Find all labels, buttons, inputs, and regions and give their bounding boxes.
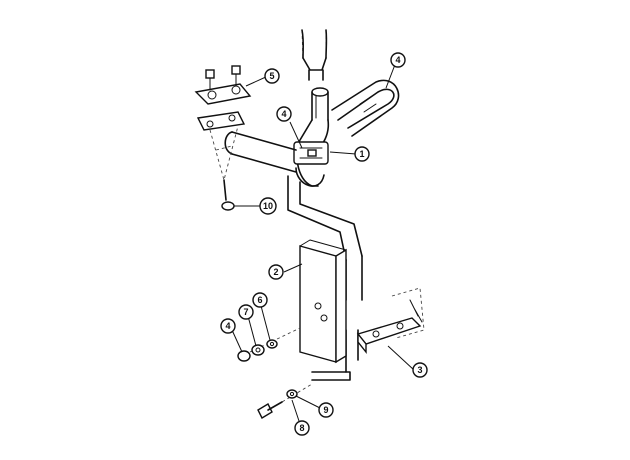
callout-3: 3 <box>412 362 428 378</box>
u-bolt-clamp <box>331 79 400 137</box>
flange-gasket <box>194 65 252 105</box>
svg-text:8: 8 <box>299 423 304 433</box>
clamp-plate <box>356 287 425 354</box>
leader-lines <box>231 61 415 425</box>
callout-8: 8 <box>294 420 310 436</box>
svg-text:6: 6 <box>257 295 262 305</box>
svg-text:9: 9 <box>323 405 328 415</box>
tailpipe-cone <box>196 111 246 211</box>
hardware-stack <box>237 327 301 362</box>
callout-7: 7 <box>238 304 254 320</box>
callout-10: 10 <box>259 197 277 215</box>
callout-4-nut: 4 <box>220 318 236 334</box>
callout-4-u-bolt: 4 <box>390 52 406 68</box>
callout-5: 5 <box>264 68 280 84</box>
callout-1: 1 <box>354 146 370 162</box>
elbow-nut <box>307 149 317 157</box>
svg-text:4: 4 <box>225 321 230 331</box>
callout-9: 9 <box>318 402 334 418</box>
callout-6: 6 <box>252 292 268 308</box>
svg-text:1: 1 <box>359 149 364 159</box>
svg-text:5: 5 <box>269 71 274 81</box>
mounting-bracket <box>299 239 347 364</box>
callout-4-elbow: 4 <box>276 106 292 122</box>
bolt-and-washer <box>257 383 313 419</box>
svg-text:4: 4 <box>281 109 286 119</box>
exhaust-pipe-upper <box>301 29 329 121</box>
svg-text:10: 10 <box>263 201 273 211</box>
svg-text:2: 2 <box>273 267 278 277</box>
callout-2: 2 <box>268 264 284 280</box>
svg-text:7: 7 <box>243 307 248 317</box>
svg-text:4: 4 <box>395 55 400 65</box>
svg-text:3: 3 <box>417 365 422 375</box>
